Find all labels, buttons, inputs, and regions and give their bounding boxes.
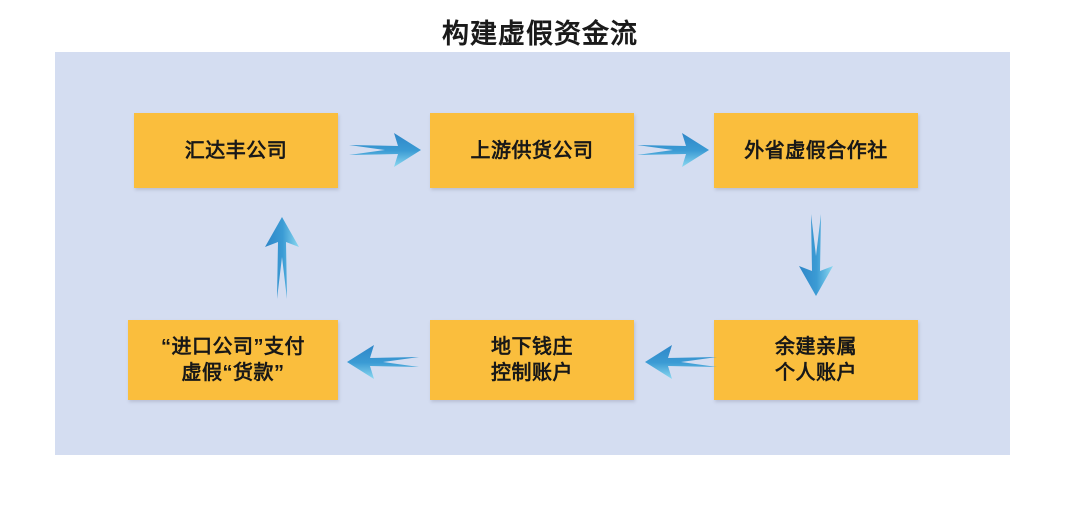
- node-relative[interactable]: 余建亲属 个人账户: [714, 320, 918, 400]
- node-underground[interactable]: 地下钱庄 控制账户: [430, 320, 634, 400]
- arrow-left-icon: [643, 338, 719, 386]
- node-label-line1: 地下钱庄: [491, 336, 573, 358]
- node-import[interactable]: “进口公司”支付 虚假“货款”: [128, 320, 338, 400]
- arrow-right-icon: [347, 126, 423, 174]
- page-title: 构建虚假资金流: [442, 19, 638, 49]
- node-coop[interactable]: 外省虚假合作社: [714, 113, 918, 188]
- diagram-panel: 汇达丰公司 上游供货公司 外省虚假合作社 余建亲属 个人账户 地下钱庄 控制账户…: [55, 52, 1010, 455]
- arrow-down-icon: [792, 212, 840, 298]
- arrow-left-icon: [345, 338, 421, 386]
- node-label-line1: “进口公司”支付: [161, 336, 305, 358]
- node-label-line2: 控制账户: [491, 362, 573, 384]
- arrow-right-icon: [635, 126, 711, 174]
- arrow-up-icon: [258, 215, 306, 301]
- node-label-line2: 虚假“货款”: [181, 362, 285, 384]
- node-label-line2: 个人账户: [775, 362, 857, 384]
- node-huidafeng[interactable]: 汇达丰公司: [134, 113, 338, 188]
- node-label: 上游供货公司: [470, 139, 594, 162]
- node-upstream[interactable]: 上游供货公司: [430, 113, 634, 188]
- node-label: 外省虚假合作社: [744, 139, 888, 162]
- node-label-line1: 余建亲属: [775, 336, 857, 358]
- node-label: 汇达丰公司: [184, 139, 288, 162]
